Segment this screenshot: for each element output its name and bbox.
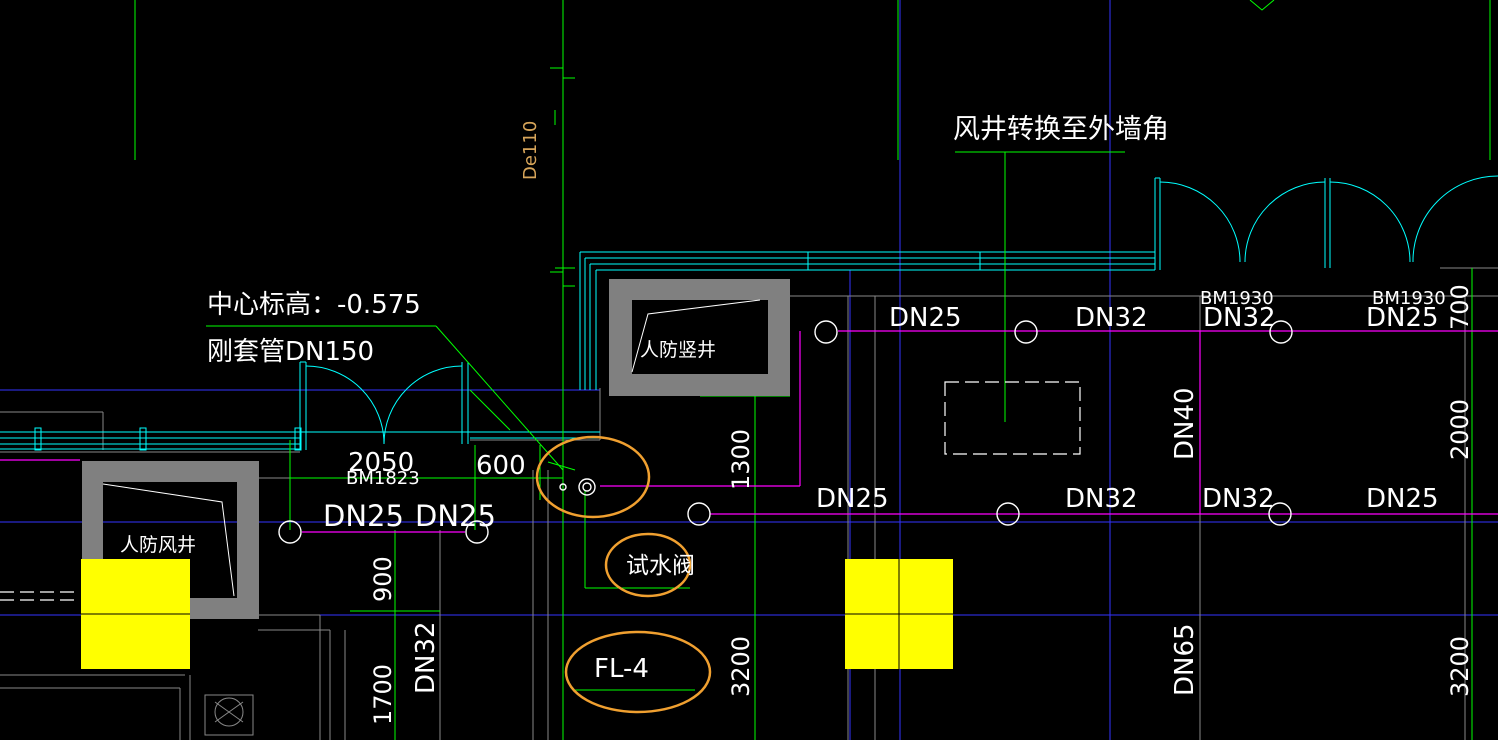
- dim-3200-mid: 3200: [727, 636, 755, 697]
- pipe-risers: [278, 320, 1293, 544]
- pipe-size-dn25-mid-a: DN25: [816, 484, 889, 514]
- pipe-size-dn25-mid-b: DN25: [1366, 484, 1439, 514]
- pipe-size-dn25-left-b: DN25: [415, 499, 496, 533]
- annotation-ellipses: [535, 435, 712, 714]
- de110-label: De110: [520, 121, 541, 180]
- door-bm1930-a: BM1930: [1200, 288, 1274, 309]
- pipe-size-dn25-top-b: DN25: [1366, 303, 1439, 333]
- pipe-size-dn32-mid-a: DN32: [1065, 484, 1138, 514]
- air-shaft-note: 风井转换至外墙角: [953, 114, 1169, 145]
- vertical-shaft-structure: [609, 279, 790, 396]
- dim-1300: 1300: [727, 429, 755, 490]
- pipe-size-dn25-left-a: DN25: [323, 499, 404, 533]
- pipe-size-dn32-top-b: DN32: [1203, 303, 1276, 333]
- door-bm1930-b: BM1930: [1372, 288, 1446, 309]
- building-outlines: [0, 267, 1498, 740]
- dashed-outlines: [0, 381, 1081, 601]
- pipe-size-dn32-mid-b: DN32: [1202, 484, 1275, 514]
- markers: [550, 0, 1275, 287]
- pipe-size-dn65-vertical: DN65: [1170, 623, 1200, 696]
- dim-1700: 1700: [369, 664, 397, 725]
- magenta-pipes: [0, 330, 1498, 533]
- highlight-crosshairs: [81, 559, 953, 669]
- drawing-texts: 风井转换至外墙角 中心标高：-0.575 刚套管DN150 人防竖井 人防风井 …: [120, 114, 1474, 725]
- walls-and-doors: [0, 175, 1498, 451]
- fan-symbol: [204, 694, 254, 736]
- dim-600: 600: [476, 451, 526, 481]
- dim-2000: 2000: [1446, 399, 1474, 460]
- door-bm1823: BM1823: [346, 468, 420, 489]
- pipe-size-dn40-vertical: DN40: [1170, 387, 1200, 460]
- rigid-sleeve-label: 刚套管DN150: [207, 337, 374, 367]
- pipe-id-label: FL-4: [594, 654, 649, 684]
- dim-2050: 2050: [348, 448, 414, 478]
- dim-700: 700: [1446, 284, 1474, 330]
- green-pipes: [134, 0, 1491, 740]
- center-elevation-label: 中心标高：-0.575: [207, 290, 421, 320]
- dim-900: 900: [369, 556, 397, 602]
- air-shaft-label: 人防风井: [120, 534, 196, 556]
- dim-3200-right: 3200: [1446, 636, 1474, 697]
- pipe-size-dn32-vertical: DN32: [411, 621, 441, 694]
- vertical-shaft-label: 人防竖井: [640, 339, 716, 361]
- pipe-size-dn32-top-a: DN32: [1075, 303, 1148, 333]
- test-valve-label: 试水阀: [626, 553, 695, 579]
- pipe-size-dn25-top-a: DN25: [889, 303, 962, 333]
